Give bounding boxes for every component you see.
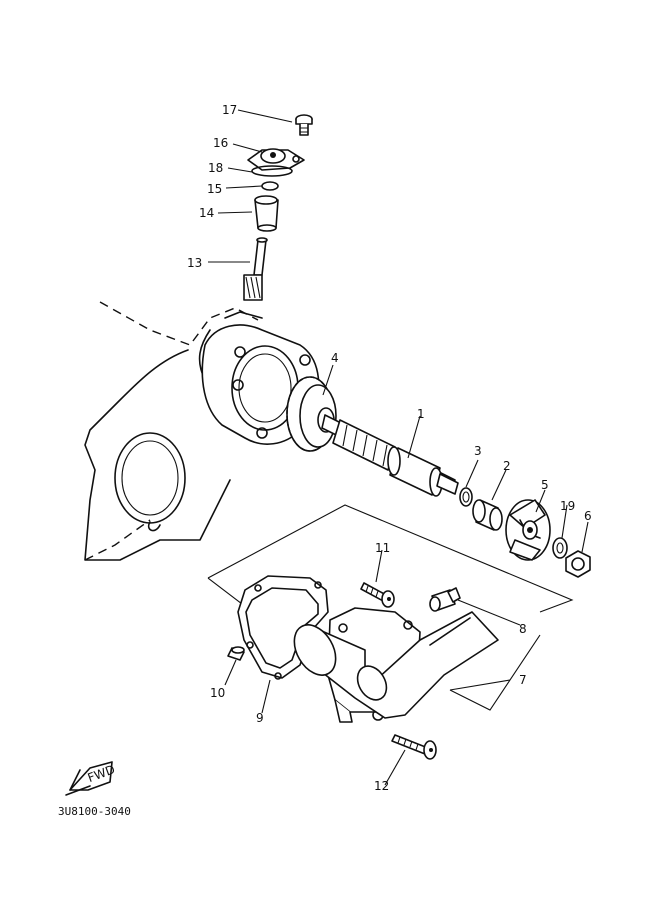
callout-11: 11 [375, 541, 390, 555]
callout-1: 1 [417, 407, 425, 421]
drain-plug [429, 587, 461, 612]
front-arrow-icon: FWD [65, 761, 117, 796]
o-ring [459, 487, 473, 507]
screw-top [295, 114, 313, 136]
callout-3: 3 [474, 444, 482, 458]
callout-17: 17 [222, 103, 237, 117]
callout-13: 13 [187, 256, 202, 270]
impeller [505, 499, 551, 561]
washer [552, 537, 568, 559]
bolt-lower [391, 734, 437, 760]
callout-7: 7 [519, 673, 527, 687]
cap-plate [247, 148, 305, 171]
callout-5: 5 [541, 478, 549, 492]
driven-gear-shaft [243, 237, 268, 301]
callout-16: 16 [213, 136, 228, 150]
callout-18: 18 [208, 161, 223, 175]
water-pipe [293, 611, 499, 719]
bushing [254, 195, 279, 232]
seal-collar [472, 499, 503, 531]
cap-gasket [251, 165, 293, 177]
leader-lines [208, 109, 589, 786]
drive-gear [286, 376, 337, 452]
dowel-pin [227, 646, 245, 661]
impeller-shaft [321, 414, 459, 497]
callout-10: 10 [210, 686, 225, 700]
callout-2: 2 [503, 459, 511, 473]
nut [565, 550, 591, 578]
callout-15: 15 [207, 182, 222, 196]
callout-14: 14 [199, 206, 214, 220]
callout-6: 6 [584, 509, 592, 523]
callout-19: 19 [560, 499, 575, 513]
callout-labels: 1 2 3 4 5 6 7 8 9 10 11 12 13 14 15 16 1… [187, 103, 592, 793]
drawing-code: 3U8100-3040 [58, 805, 131, 818]
callout-12: 12 [374, 779, 389, 793]
small-oring [261, 181, 279, 191]
callout-9: 9 [256, 711, 264, 725]
bolt-upper [360, 582, 395, 608]
callout-4: 4 [331, 351, 339, 365]
callout-8: 8 [519, 622, 527, 636]
